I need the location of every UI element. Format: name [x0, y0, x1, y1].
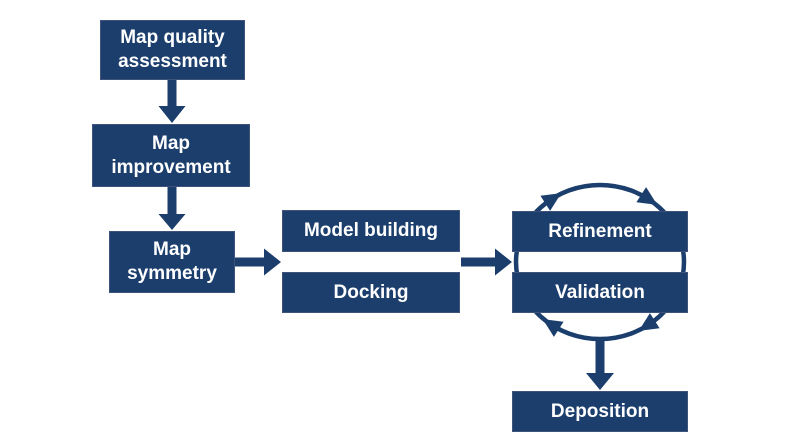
node-map-quality-assessment: Map quality assessment — [100, 20, 245, 80]
arrow-cycle-to-deposition — [586, 337, 614, 390]
arrow-quality-to-improvement — [158, 80, 186, 123]
node-deposition: Deposition — [512, 391, 688, 432]
node-map-symmetry: Map symmetry — [109, 231, 235, 293]
node-model-building: Model building — [282, 210, 460, 252]
cycle-arrowhead-top-right — [636, 187, 658, 205]
refinement-validation-cycle-ellipse — [513, 182, 687, 342]
node-label: Docking — [333, 281, 409, 303]
cycle-arrowhead-top-left — [540, 193, 562, 211]
node-docking: Docking — [282, 272, 460, 313]
node-refinement: Refinement — [512, 211, 688, 252]
node-validation: Validation — [512, 272, 688, 313]
arrow-improvement-to-symmetry — [158, 187, 186, 230]
node-label: Refinement — [548, 220, 652, 242]
node-label: Map quality assessment — [118, 27, 227, 72]
node-label: Map improvement — [111, 132, 231, 178]
node-label: Deposition — [550, 400, 650, 422]
arrow-symmetry-to-building-docking — [235, 248, 281, 276]
node-label: Map symmetry — [127, 239, 217, 284]
node-label: Model building — [303, 220, 439, 241]
node-map-improvement: Map improvement — [92, 124, 250, 187]
node-label: Validation — [555, 281, 645, 303]
arrow-building-docking-to-refinement-validation — [461, 248, 512, 276]
cycle-arrowhead-bottom-left — [542, 319, 564, 337]
cycle-arrowhead-bottom-right — [638, 313, 660, 331]
